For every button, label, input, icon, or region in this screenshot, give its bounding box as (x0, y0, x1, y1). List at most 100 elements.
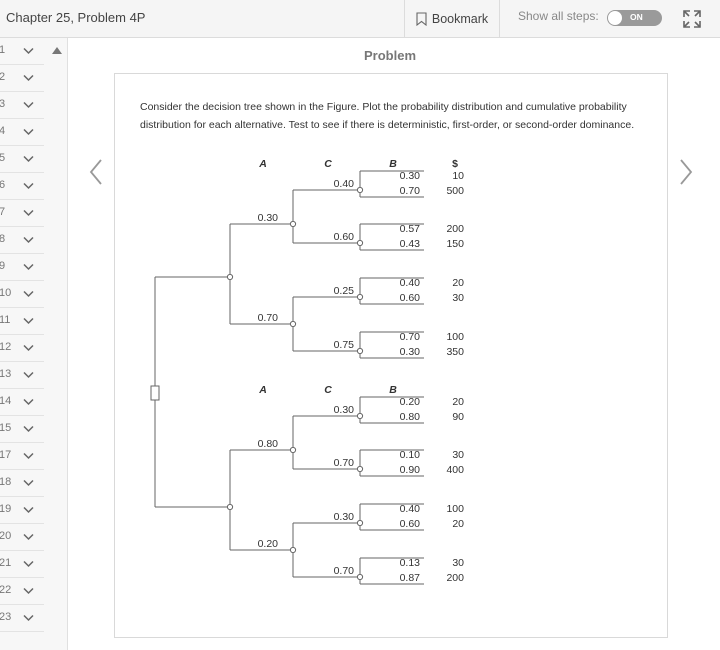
step-number: 11 (0, 314, 11, 326)
chance-node (356, 347, 364, 355)
step-item-9[interactable]: 9 (0, 254, 44, 281)
step-number: 17 (0, 449, 12, 461)
previous-arrow-icon[interactable] (88, 158, 104, 186)
column-header: B (389, 384, 397, 396)
problem-card (114, 73, 668, 638)
step-item-12[interactable]: 12 (0, 335, 44, 362)
column-header: $ (452, 158, 458, 170)
chevron-down-icon (23, 344, 34, 352)
step-item-17[interactable]: 17 (0, 443, 44, 470)
step-number: 8 (0, 233, 6, 245)
payoff-value: 400 (446, 464, 464, 476)
column-header: C (324, 158, 332, 170)
b-probability: 0.40 (400, 277, 421, 289)
step-item-2[interactable]: 2 (0, 65, 44, 92)
c-probability: 0.70 (334, 565, 355, 577)
chevron-down-icon (23, 290, 34, 298)
b-probability: 0.57 (400, 223, 421, 235)
chance-node (226, 273, 234, 281)
step-item-3[interactable]: 3 (0, 92, 44, 119)
chevron-down-icon (23, 128, 34, 136)
show-all-steps-toggle[interactable]: ON (607, 10, 662, 26)
payoff-value: 10 (452, 170, 464, 182)
c-probability: 0.60 (334, 231, 355, 243)
expand-icon[interactable] (680, 7, 704, 31)
step-number: 18 (0, 476, 12, 488)
step-item-23[interactable]: 23 (0, 605, 44, 632)
chevron-down-icon (23, 560, 34, 568)
chance-node (289, 320, 297, 328)
c-probability: 0.70 (334, 457, 355, 469)
step-item-10[interactable]: 10 (0, 281, 44, 308)
chevron-down-icon (23, 182, 34, 190)
c-probability: 0.30 (334, 511, 355, 523)
b-probability: 0.90 (400, 464, 421, 476)
payoff-value: 30 (452, 449, 464, 461)
problem-statement: Consider the decision tree shown in the … (140, 101, 635, 131)
step-item-4[interactable]: 4 (0, 119, 44, 146)
column-header: A (258, 384, 267, 396)
payoff-value: 100 (446, 503, 464, 515)
step-item-15[interactable]: 15 (0, 416, 44, 443)
payoff-value: 20 (452, 518, 464, 530)
chance-node (356, 573, 364, 581)
b-probability: 0.80 (400, 411, 421, 423)
toggle-knob (608, 11, 622, 25)
step-number: 21 (0, 557, 12, 569)
step-item-11[interactable]: 11 (0, 308, 44, 335)
b-probability: 0.70 (400, 331, 421, 343)
chance-node (289, 446, 297, 454)
step-number: 19 (0, 503, 12, 515)
step-number: 6 (0, 179, 6, 191)
payoff-value: 20 (452, 396, 464, 408)
chance-node (289, 220, 297, 228)
top-bar: Chapter 25, Problem 4P Bookmark Show all… (0, 0, 720, 38)
decision-node (150, 385, 160, 401)
step-number: 2 (0, 71, 6, 83)
step-item-21[interactable]: 21 (0, 551, 44, 578)
step-item-18[interactable]: 18 (0, 470, 44, 497)
step-item-19[interactable]: 19 (0, 497, 44, 524)
chevron-down-icon (23, 587, 34, 595)
step-item-8[interactable]: 8 (0, 227, 44, 254)
step-item-20[interactable]: 20 (0, 524, 44, 551)
step-item-13[interactable]: 13 (0, 362, 44, 389)
a-probability: 0.30 (258, 212, 279, 224)
step-item-1[interactable]: 1 (0, 38, 44, 65)
c-probability: 0.30 (334, 404, 355, 416)
b-probability: 0.60 (400, 292, 421, 304)
step-number: 14 (0, 395, 12, 407)
chevron-down-icon (23, 506, 34, 514)
b-probability: 0.60 (400, 518, 421, 530)
chevron-down-icon (23, 263, 34, 271)
step-item-6[interactable]: 6 (0, 173, 44, 200)
b-probability: 0.43 (400, 238, 421, 250)
a-probability: 0.70 (258, 312, 279, 324)
chapter-problem-title: Chapter 25, Problem 4P (6, 10, 146, 25)
bookmark-button[interactable]: Bookmark (404, 0, 500, 37)
step-number: 20 (0, 530, 12, 542)
c-probability: 0.75 (334, 339, 355, 351)
step-item-14[interactable]: 14 (0, 389, 44, 416)
step-number: 9 (0, 260, 6, 272)
step-number: 3 (0, 98, 6, 110)
b-probability: 0.40 (400, 503, 421, 515)
column-header: C (324, 384, 332, 396)
step-number: 4 (0, 125, 6, 137)
chance-node (356, 239, 364, 247)
b-probability: 0.30 (400, 170, 421, 182)
bookmark-label: Bookmark (431, 11, 489, 26)
next-arrow-icon[interactable] (678, 158, 694, 186)
scroll-up-icon[interactable] (51, 45, 63, 55)
column-header: A (258, 158, 267, 170)
payoff-value: 20 (452, 277, 464, 289)
step-item-7[interactable]: 7 (0, 200, 44, 227)
step-item-22[interactable]: 22 (0, 578, 44, 605)
step-item-5[interactable]: 5 (0, 146, 44, 173)
step-number: 13 (0, 368, 12, 380)
chevron-down-icon (23, 479, 34, 487)
chevron-down-icon (23, 398, 34, 406)
payoff-value: 150 (446, 238, 464, 250)
